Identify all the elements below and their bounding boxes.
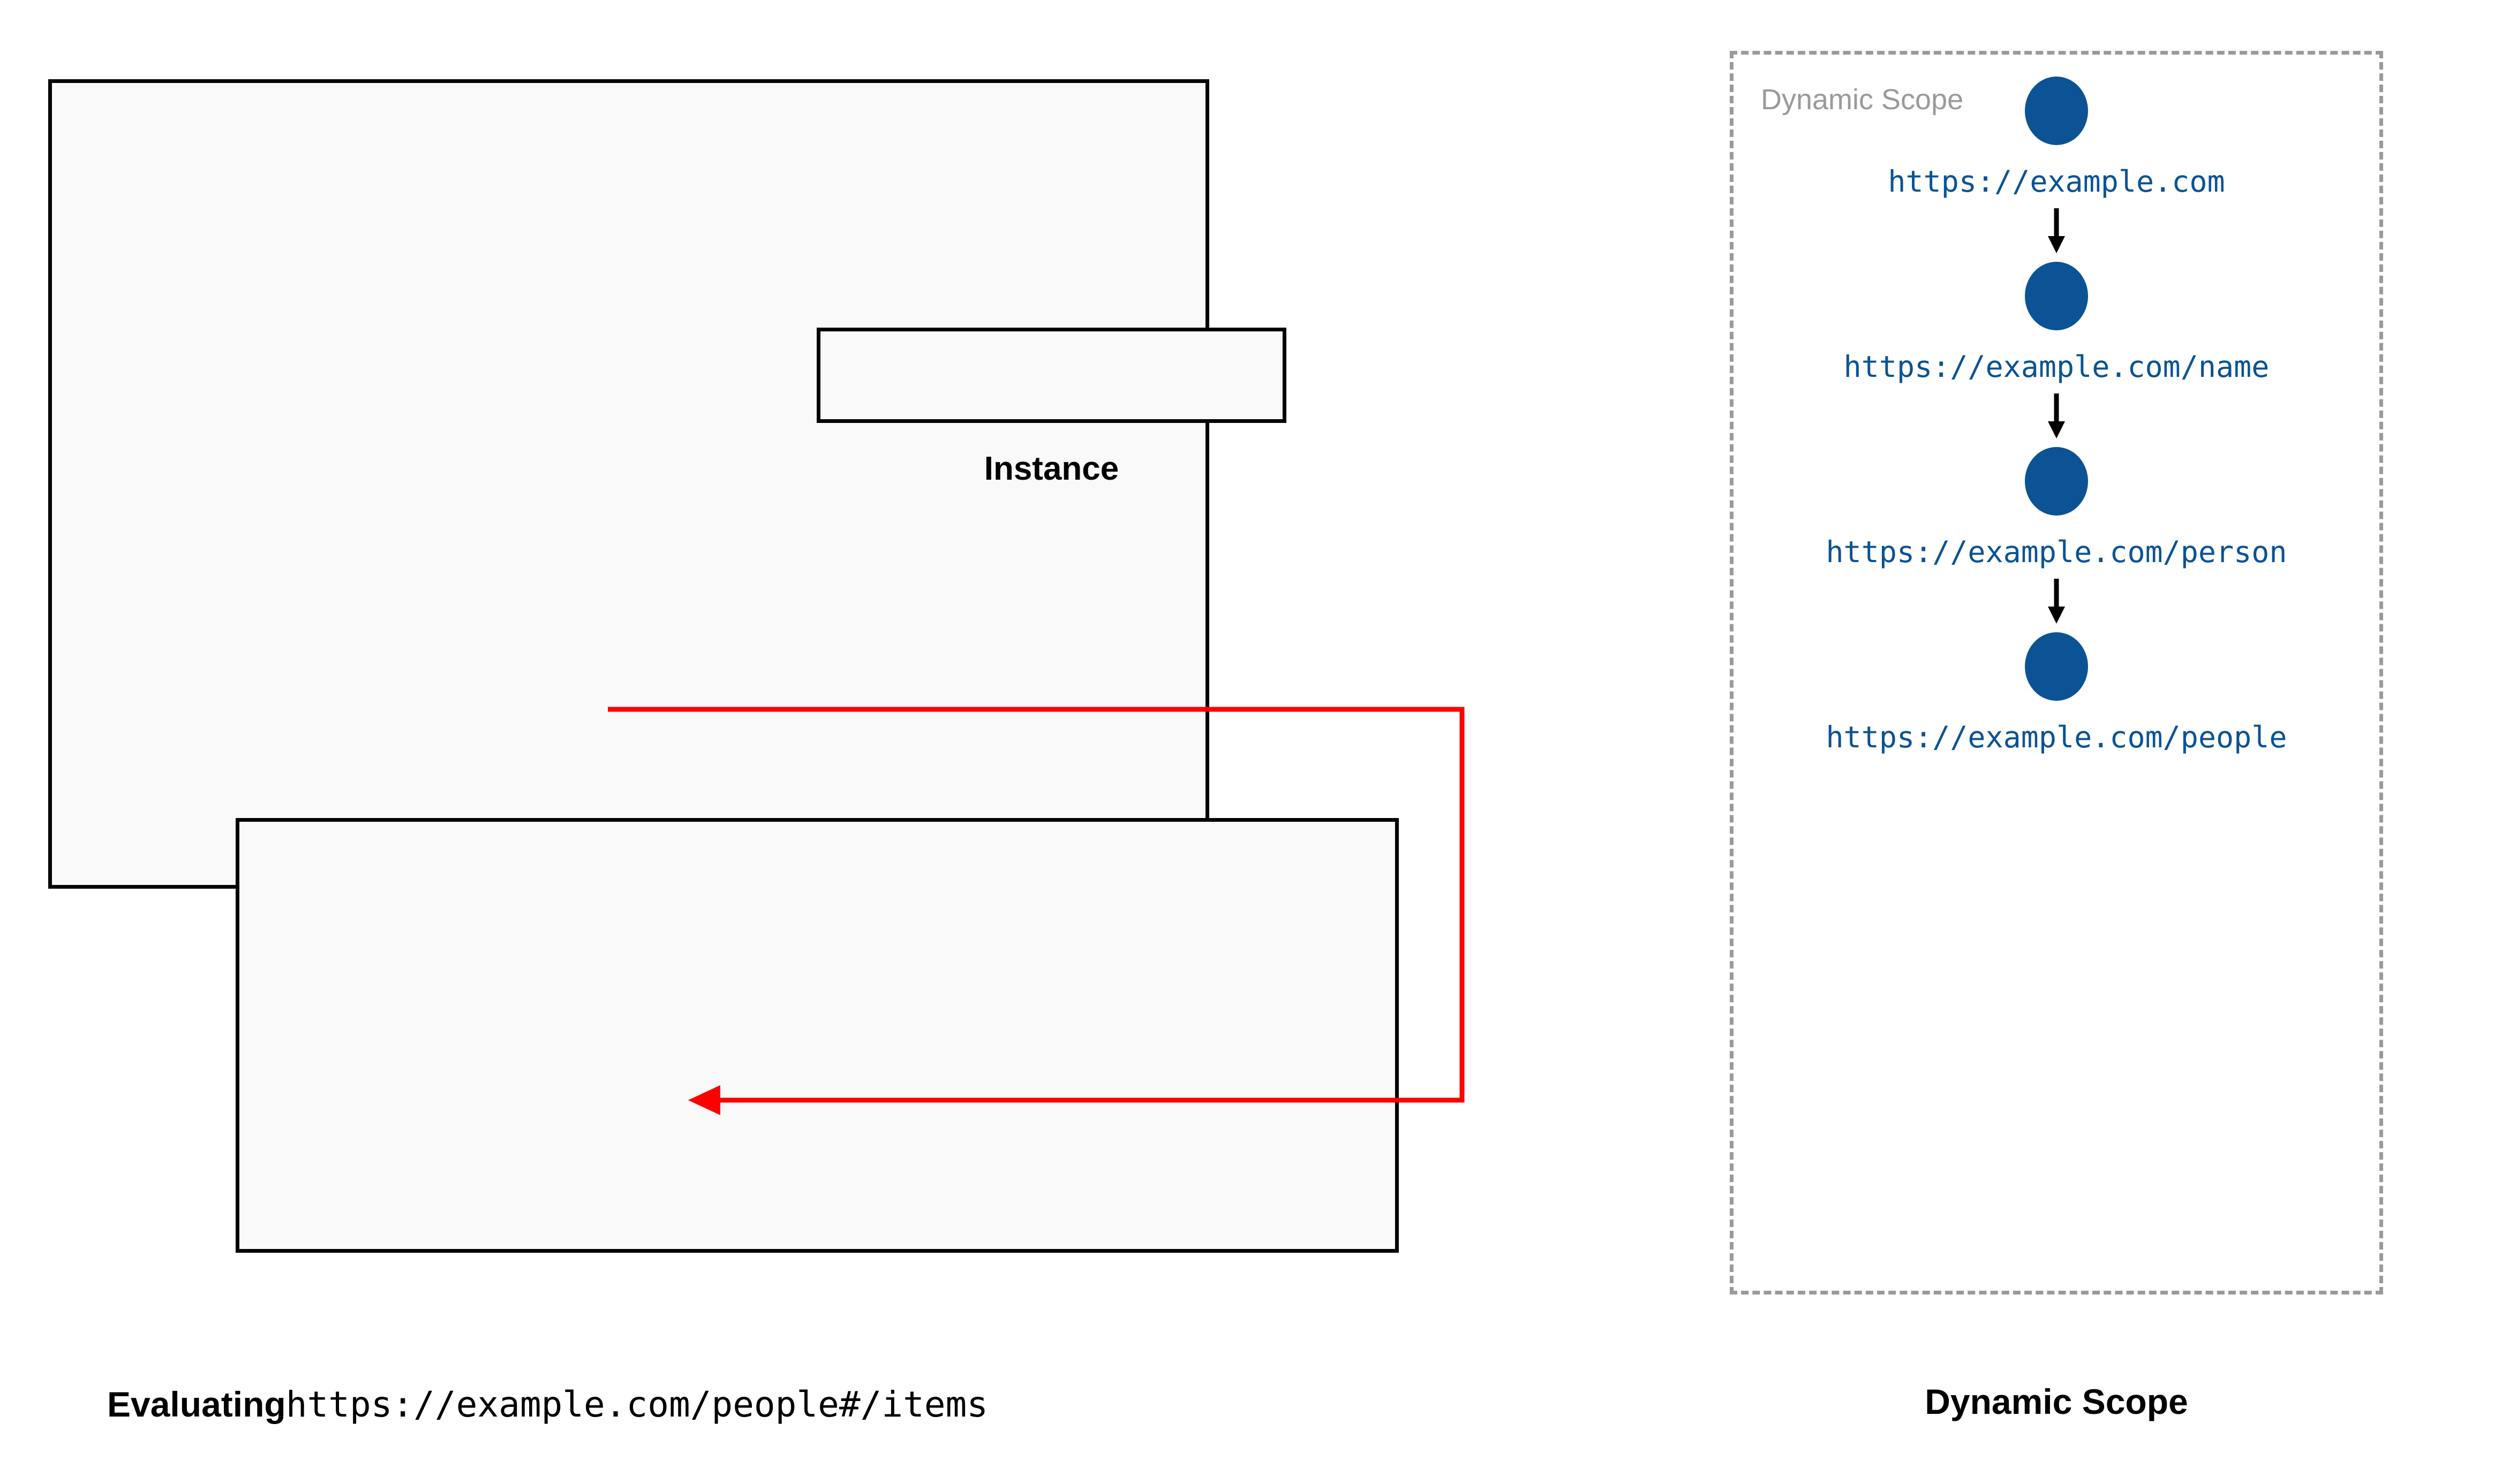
scope-node-circle-icon	[2025, 262, 2088, 330]
scope-down-arrow-icon	[2048, 579, 2065, 624]
scope-down-arrow-icon	[2048, 208, 2065, 253]
scope-node: https://example.com/name	[1843, 262, 2270, 384]
scope-node-url: https://example.com/people	[1826, 720, 2287, 754]
dynamic-scope-panel	[1730, 51, 2383, 1294]
scope-node-url: https://example.com/person	[1826, 535, 2287, 569]
dynamic-scope-label: Dynamic Scope	[1761, 84, 1964, 116]
dynamic-scope-caption: Dynamic Scope	[1925, 1382, 2188, 1421]
scope-node-url: https://example.com/name	[1843, 350, 2270, 384]
scope-node-url: https://example.com	[1888, 164, 2225, 199]
scope-node-circle-icon	[2025, 447, 2088, 516]
evaluating-label: Evaluating	[107, 1384, 286, 1424]
instance-box	[817, 328, 1286, 423]
scope-node: https://example.com/people	[1826, 632, 2287, 754]
scope-node: https://example.com	[1888, 77, 2225, 199]
evaluating-uri: https://example.com/people#/items	[285, 1384, 989, 1425]
dynamic-scope-stack: https://example.com https://example.com/n…	[1730, 51, 2383, 1294]
scope-node-circle-icon	[2025, 632, 2088, 701]
scope-down-arrow-icon	[2048, 393, 2065, 438]
scope-node: https://example.com/person	[1826, 447, 2287, 569]
scope-node-circle-icon	[2025, 77, 2088, 145]
people-schema-box	[236, 818, 1399, 1253]
instance-caption: Instance	[984, 450, 1119, 487]
evaluating-caption: Evaluatinghttps://example.com/people#/it…	[107, 1384, 988, 1425]
